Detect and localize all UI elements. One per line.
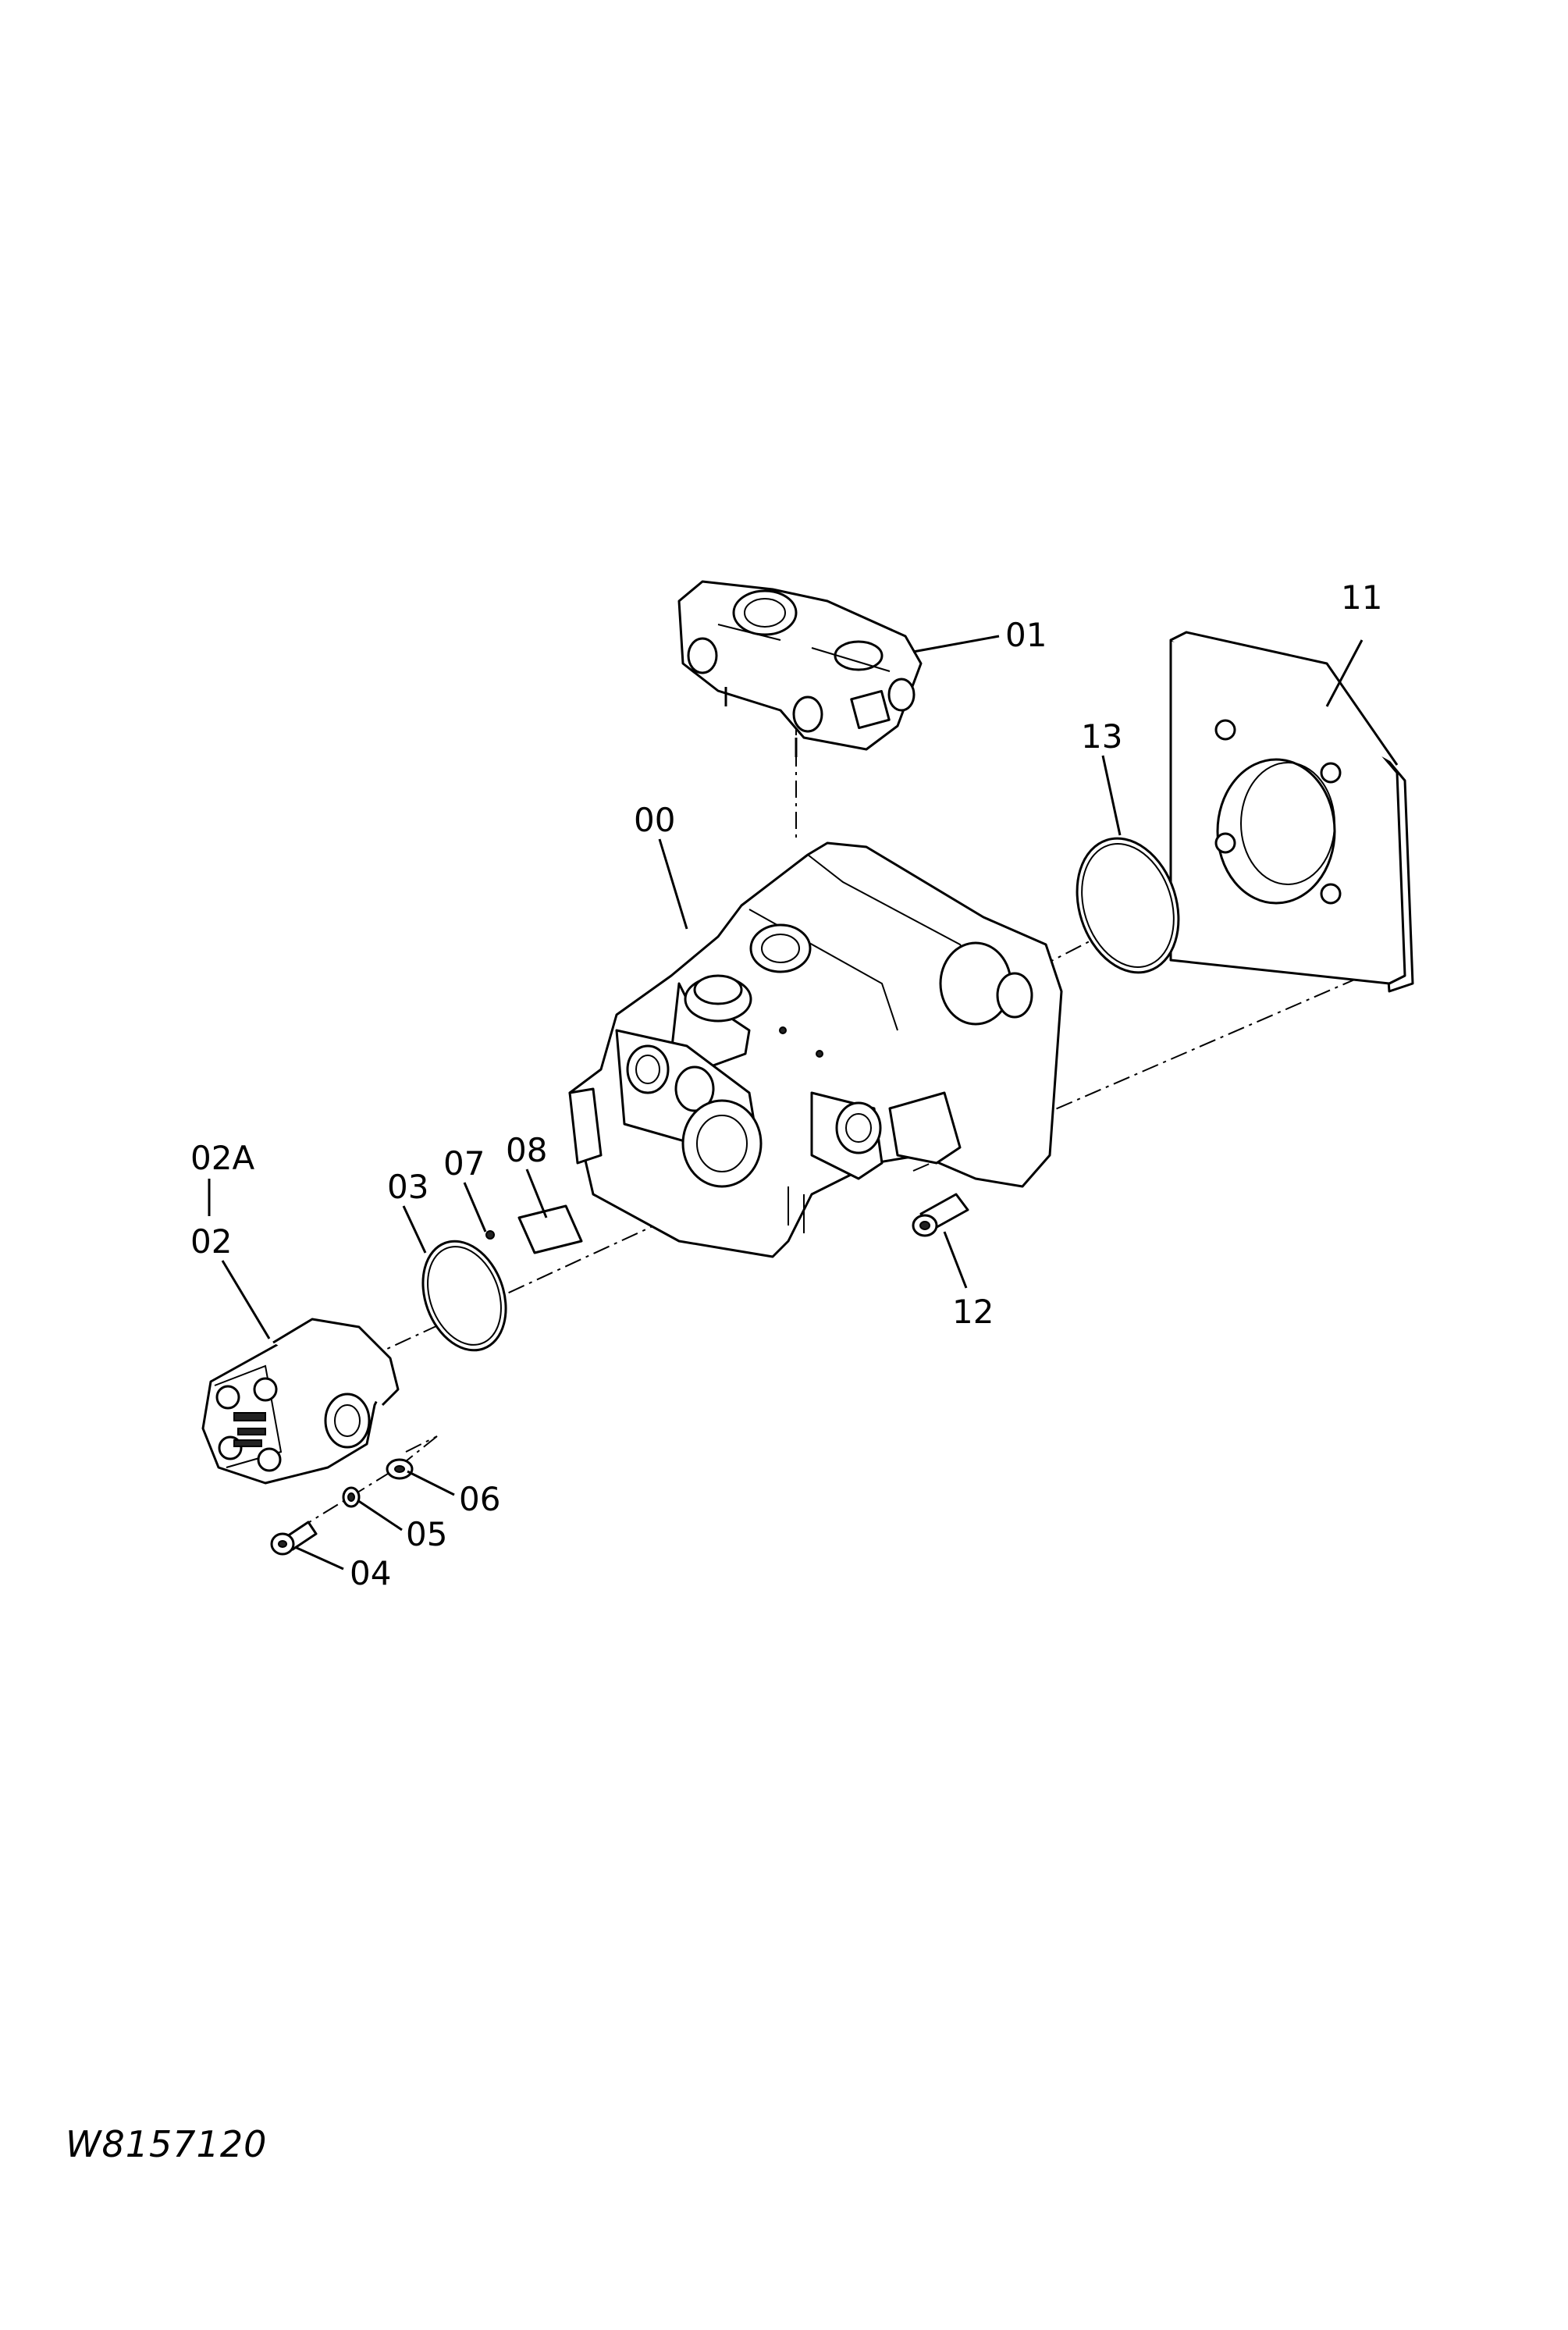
drawing-code: W8157120 xyxy=(66,2123,268,2165)
callout-00: 00 xyxy=(634,801,675,839)
o-ring-small[interactable] xyxy=(408,1229,520,1362)
callout-08: 08 xyxy=(506,1131,547,1169)
rivet[interactable] xyxy=(485,1230,495,1240)
main-pump-body[interactable] xyxy=(568,841,1063,1258)
leader-lines xyxy=(208,635,1364,1571)
callout-02a: 02A xyxy=(190,1139,254,1177)
callout-05: 05 xyxy=(406,1515,447,1553)
o-ring-large[interactable] xyxy=(1061,825,1195,986)
flange-plate[interactable] xyxy=(1169,631,1414,993)
callout-13: 13 xyxy=(1081,717,1122,756)
washer[interactable] xyxy=(386,1458,414,1480)
callout-04: 04 xyxy=(350,1554,391,1592)
callout-03: 03 xyxy=(387,1168,428,1206)
callout-07: 07 xyxy=(443,1144,485,1183)
gear-pump[interactable] xyxy=(201,1318,400,1485)
regulator-valve[interactable] xyxy=(677,580,923,757)
cap-screw-12[interactable] xyxy=(912,1193,969,1237)
callout-02: 02 xyxy=(190,1222,232,1261)
spring-washer[interactable] xyxy=(342,1486,361,1508)
callout-11: 11 xyxy=(1341,578,1382,617)
callout-labels: 01 11 13 00 08 07 03 02A 02 12 06 05 04 xyxy=(190,578,1382,1592)
socket-bolt[interactable] xyxy=(270,1521,318,1556)
callout-06: 06 xyxy=(459,1480,500,1518)
callout-12: 12 xyxy=(952,1293,994,1331)
name-plate[interactable] xyxy=(517,1204,583,1254)
callout-01: 01 xyxy=(1005,616,1047,654)
